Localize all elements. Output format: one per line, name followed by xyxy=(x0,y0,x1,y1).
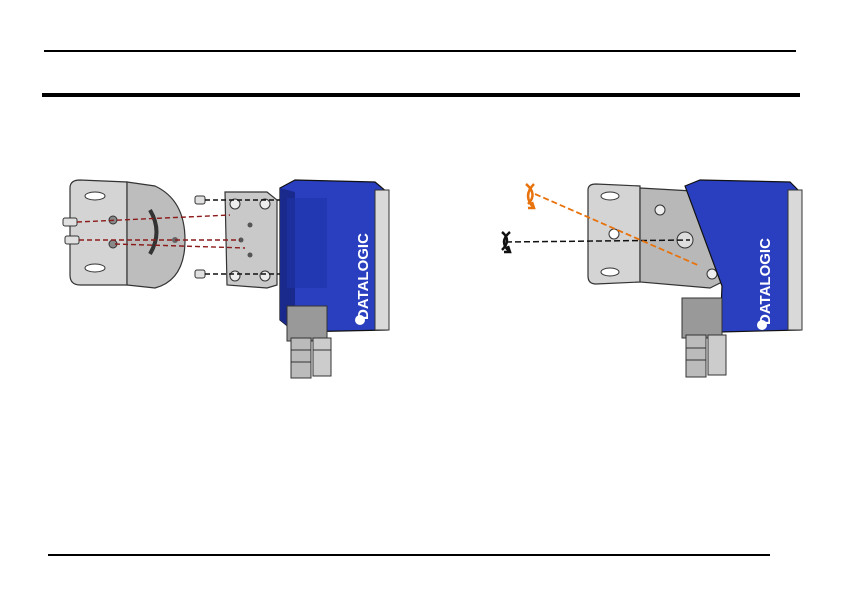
screw-left-top xyxy=(63,218,77,226)
scanner-logo-text: DATALOGIC xyxy=(355,233,372,320)
header-rule-top xyxy=(44,50,796,52)
footer-rule xyxy=(48,554,770,556)
scanner-connectors-assembled xyxy=(682,298,726,377)
header-rule-thick xyxy=(42,93,800,97)
screw-left-bottom xyxy=(65,236,79,244)
tilt-arrow-icon xyxy=(526,184,534,208)
scanner-logo-text-assembled: DATALOGIC xyxy=(757,238,774,325)
l-bracket xyxy=(70,180,185,288)
assembled-rotation-view: DATALOGIC xyxy=(490,170,810,385)
screw-plate-bottom xyxy=(195,270,205,278)
scanner-connectors xyxy=(287,306,331,378)
l-bracket-assembled xyxy=(588,184,640,284)
exploded-mounting-view: DATALOGIC xyxy=(55,170,405,385)
screw-plate-top xyxy=(195,196,205,204)
